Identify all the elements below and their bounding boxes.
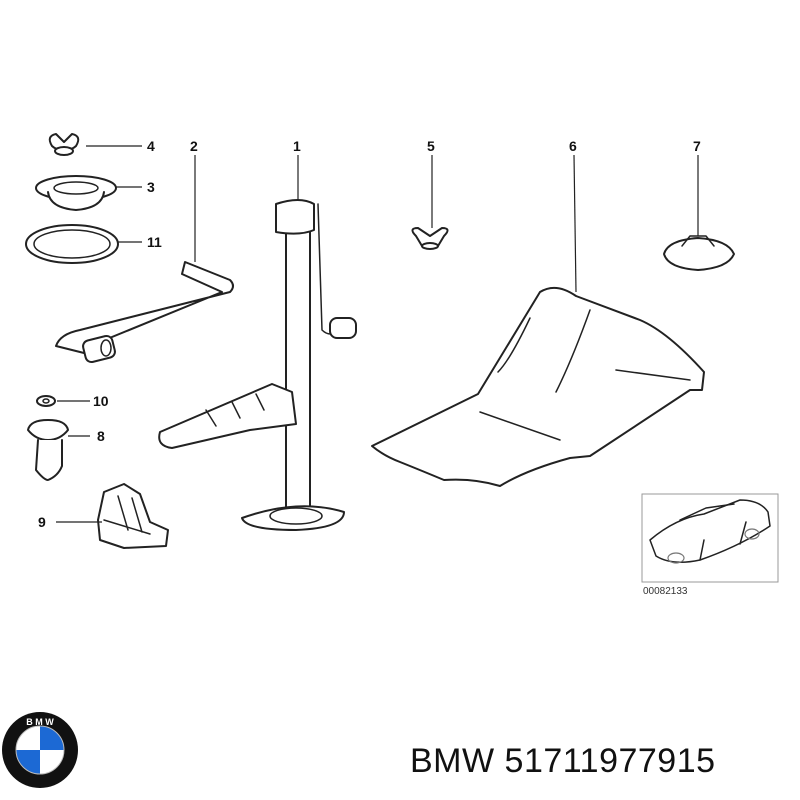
- svg-text:B M W: B M W: [26, 717, 54, 727]
- washer-part-10: [36, 395, 56, 407]
- grommet-part-7: [663, 235, 735, 271]
- callout-10: 10: [93, 393, 109, 409]
- reference-code: 00082133: [643, 586, 688, 597]
- caption-brand: BMW: [410, 742, 495, 780]
- clip-part-8: [27, 419, 69, 481]
- callout-2: 2: [190, 138, 198, 154]
- callout-5: 5: [427, 138, 435, 154]
- wheel-wrench-part-2: [55, 261, 234, 364]
- cup-washer-part-3: [35, 175, 117, 211]
- callout-11: 11: [147, 234, 162, 250]
- caption-part-number: 51711977915: [504, 742, 716, 780]
- callout-9: 9: [38, 514, 46, 530]
- ring-part-11: [25, 224, 119, 264]
- callout-3: 3: [147, 179, 155, 195]
- callout-1: 1: [293, 138, 301, 154]
- car-thumbnail: [641, 493, 779, 583]
- holder-part-9: [97, 483, 169, 549]
- callout-8: 8: [97, 428, 105, 444]
- callout-7: 7: [693, 138, 701, 154]
- leader-6: [573, 154, 577, 293]
- support-tray-part-6: [371, 286, 705, 487]
- callout-4: 4: [147, 138, 155, 154]
- part-caption: BMW 51711977915: [410, 742, 716, 781]
- jack-part-1: [158, 199, 357, 531]
- bmw-logo: B M W: [2, 712, 78, 788]
- callout-6: 6: [569, 138, 577, 154]
- wing-nut-part-4: [48, 133, 80, 156]
- wing-nut-part-5: [411, 227, 449, 250]
